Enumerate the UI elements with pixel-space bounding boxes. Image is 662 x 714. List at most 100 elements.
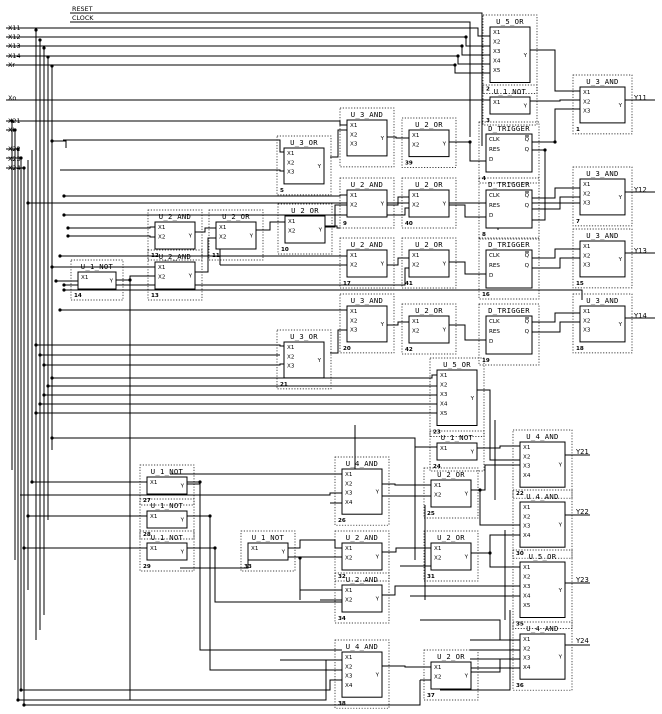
gate-u-3-and-7-num: 7 [576, 219, 580, 225]
wire-95 [180, 548, 249, 569]
gate-u-1-not-28-num: 28 [143, 532, 151, 538]
input-label-xo: Xo [8, 94, 16, 102]
junction-dot-30 [488, 551, 492, 555]
gate-u-5-or-23-body [436, 369, 478, 426]
gate-u-1-not-14-num: 14 [74, 293, 82, 299]
wire-38 [60, 169, 284, 172]
gate-d-trigger-16-num: 16 [482, 292, 490, 298]
input-label-x11: X11 [8, 24, 21, 32]
gate-u-2-or-37-num: 37 [427, 693, 435, 699]
junction-dot-8 [19, 156, 23, 160]
gate-u-4-and-22-frame [512, 429, 573, 499]
gate-u-1-not-29-pin-0: X1 [150, 546, 158, 552]
gate-u-4-and-30-pin-2: X3 [523, 524, 531, 530]
gate-d-trigger-4-num: 4 [482, 176, 486, 182]
gate-u-5-or-23-pin-1: X2 [440, 383, 447, 389]
junction-dot-17 [42, 363, 46, 367]
input-label-x22: X22 [8, 145, 21, 153]
gate-u-4-and-22-pin-0: X1 [523, 445, 531, 451]
gate-u-2-and-12-y: Y [188, 234, 193, 240]
wire-69 [532, 312, 580, 323]
gate-d-trigger-19-frame [478, 303, 540, 366]
wire-119 [382, 665, 431, 668]
gate-u-2-and-34-body [341, 584, 383, 613]
gate-u-3-and-20-num: 20 [343, 346, 351, 352]
gate-u-4-and-36-num: 36 [516, 683, 524, 689]
junction-dot-46 [468, 140, 472, 144]
gate-u-4-and-26-frame [334, 456, 390, 526]
wire-97 [382, 483, 431, 486]
junction-dot-50 [453, 63, 457, 67]
gate-u-1-not-29-body [146, 542, 188, 561]
gate-u-2-and-34-pin-1: X2 [345, 598, 352, 604]
output-label-y24: Y24 [575, 637, 589, 645]
gate-d-trigger-4-q: Q [525, 147, 530, 153]
gate-u-4-and-38-pin-3: X4 [345, 683, 353, 689]
gate-d-trigger-19-num: 19 [482, 358, 490, 364]
gate-u-2-or-42-pin-0: X1 [412, 319, 420, 325]
gate-u-1-not-3-y: Y [523, 104, 528, 110]
gate-u-1-not-33-pin-0: X1 [251, 546, 259, 552]
gate-u-2-and-17-title: U_2_AND [351, 240, 383, 249]
wire-105 [382, 547, 431, 553]
gate-u-4-and-22-body [519, 441, 566, 488]
output-label-y22: Y22 [575, 508, 589, 516]
wire-73 [64, 289, 583, 300]
gate-u-1-not-33-frame [240, 530, 296, 572]
gate-u-3-and-18-y: Y [618, 322, 623, 328]
gate-u-4-and-30-frame [512, 489, 573, 559]
gate-u-4-and-26-num: 26 [338, 518, 346, 524]
gate-u-5-or-2-pin-3: X4 [493, 59, 501, 65]
wire-76 [44, 363, 284, 366]
wire-46 [64, 207, 409, 216]
junction-dot-0 [34, 28, 38, 32]
gate-u-2-and-34-frame [334, 572, 390, 624]
gate-u-4-and-26-pin-1: X2 [345, 481, 352, 487]
junction-dot-36 [62, 194, 66, 198]
gate-u-1-not-28-y: Y [180, 518, 185, 524]
gate-u-2-or-37-frame [423, 649, 479, 701]
gate-u-2-and-17-frame [339, 237, 395, 289]
gate-u-3-and-x-body [346, 119, 388, 157]
wire-25 [530, 49, 580, 92]
gate-u-2-or-39-num: 39 [405, 161, 413, 167]
junction-dot-13 [128, 278, 132, 282]
gate-d-trigger-16-frame [478, 237, 540, 300]
wire-100 [20, 492, 342, 496]
junction-dot-37 [62, 213, 66, 217]
gate-d-trigger-16-pin-0: CLK [489, 253, 500, 259]
wire-58 [387, 257, 409, 266]
junction-dot-20 [42, 393, 46, 397]
gate-u-1-not-33-num: 33 [244, 564, 252, 570]
gate-u-1-not-14-pin-0: X1 [81, 275, 89, 281]
gate-u-3-and-x-pin-0: X1 [350, 123, 358, 129]
gate-u-2-and-13-frame [147, 249, 203, 301]
gate-u-4-and-36-frame [512, 621, 573, 691]
gate-u-2-or-31-y: Y [464, 555, 469, 561]
gate-u-3-or-21-body [283, 341, 325, 379]
gate-u-3-and-7-title: U_3_AND [586, 169, 618, 178]
gate-u-3-and-15-body [579, 240, 626, 278]
gate-u-5-or-35-pin-3: X4 [523, 594, 531, 600]
output-label-y13: Y13 [633, 247, 647, 255]
gate-u-5-or-35-num: 35 [516, 622, 524, 628]
junction-dot-32 [298, 556, 302, 560]
gate-d-trigger-19-pin-0: CLK [489, 319, 500, 325]
gate-u-1-not-29-num: 29 [143, 564, 151, 570]
wire-34 [532, 108, 580, 143]
gate-u-3-and-1-title: U_3_AND [586, 77, 618, 86]
gate-u-2-and-9-y: Y [380, 202, 385, 208]
gate-u-3-or-5-y: Y [317, 164, 322, 170]
gate-u-2-and-17-pin-1: X2 [350, 263, 357, 269]
wire-77 [52, 374, 437, 379]
gate-u-2-and-9-title: U_2_AND [351, 180, 383, 189]
junction-dot-14 [50, 265, 54, 269]
output-label-y23: Y23 [575, 576, 589, 584]
gate-u-2-and-12-frame [147, 209, 203, 261]
wire-50 [256, 221, 285, 231]
gate-u-3-or-5-frame [276, 135, 332, 196]
gate-u-4-and-36-pin-2: X3 [523, 656, 531, 662]
junction-dot-23 [50, 436, 54, 440]
gate-u-2-or-40-title: U_2_OR [415, 180, 443, 189]
